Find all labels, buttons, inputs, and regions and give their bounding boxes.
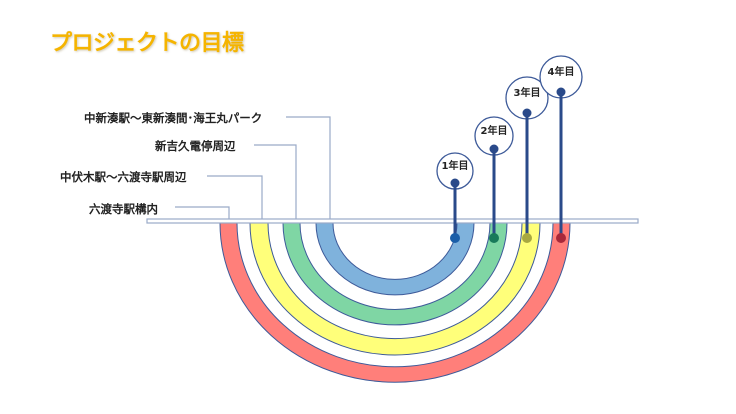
ring-green [282,222,508,326]
ring-red [219,222,571,383]
milestone-label: 3年目 [514,86,541,99]
milestone-label: 2年目 [481,124,508,137]
pin-head [522,108,532,118]
milestone-label: 1年目 [442,159,469,172]
page-title: プロジェクトの目標 [50,31,244,56]
leader-line [286,116,331,221]
area-label-blue: 中新湊駅～東新湊間･海王丸パーク [84,111,263,125]
pin-dot [522,233,532,243]
pin-dot [450,233,460,243]
pin-head [450,178,460,188]
baseline-bar [146,218,639,224]
ring-blue [315,222,475,296]
area-label-green: 新吉久電停周辺 [155,139,236,153]
pin-dot [489,233,499,243]
milestone-label: 4年目 [548,65,575,78]
pin-dot [556,233,566,243]
area-label-red: 六渡寺駅構内 [89,202,158,216]
leader-line [175,206,230,221]
pin-head [556,87,566,97]
leader-line [254,144,297,221]
pin-head [489,144,499,154]
leader-line [207,175,263,221]
area-label-yellow: 中伏木駅～六渡寺駅周辺 [60,170,187,184]
